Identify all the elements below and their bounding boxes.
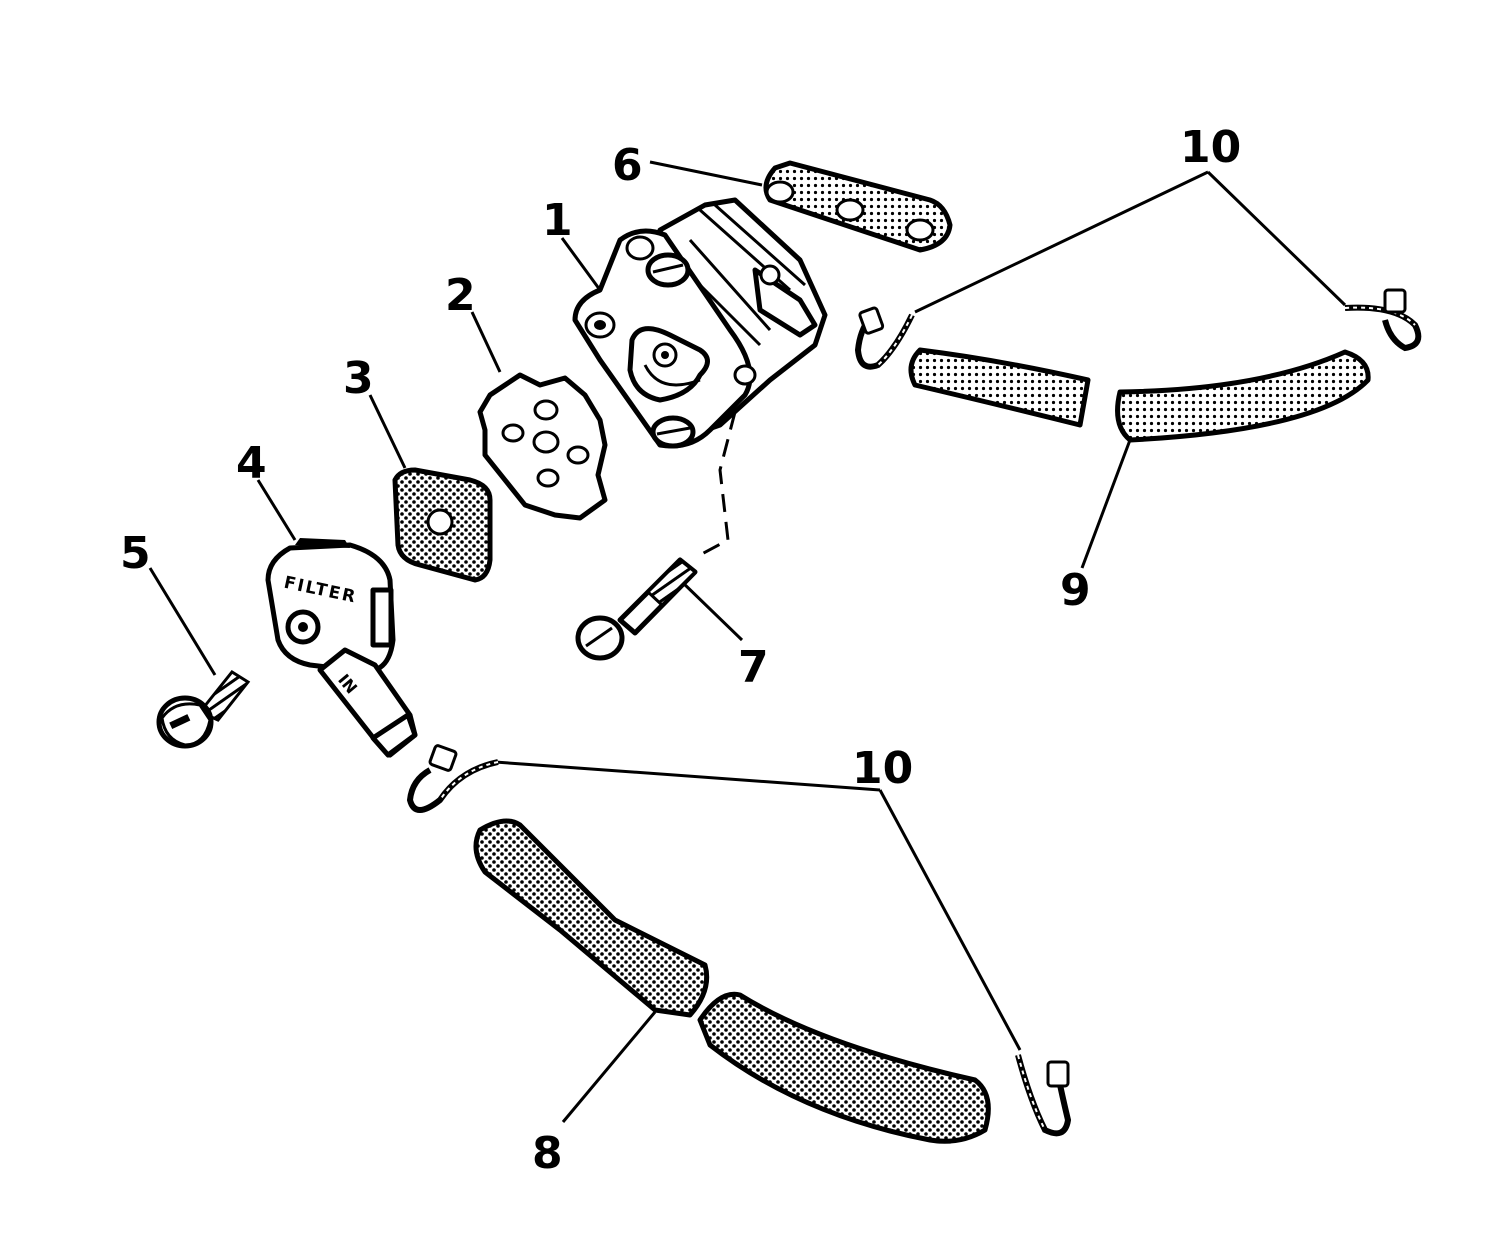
callout-10-upper: 10 — [1180, 122, 1241, 173]
callout-9: 9 — [1060, 565, 1091, 616]
callout-1: 1 — [542, 195, 573, 246]
part-3-filter-screen — [392, 467, 493, 583]
part-9-upper-hose — [908, 347, 1371, 443]
callout-4: 4 — [236, 438, 267, 489]
part-8-lower-hose — [473, 818, 991, 1144]
callout-6: 6 — [612, 140, 643, 191]
part-1-fuel-pump-body — [572, 197, 828, 449]
callout-8: 8 — [532, 1128, 563, 1179]
callout-7: 7 — [738, 642, 769, 693]
part-10-hose-clamp-upper-right — [1344, 288, 1422, 352]
part-10-hose-clamp-lower-left — [406, 744, 499, 813]
callout-10-lower: 10 — [852, 743, 913, 794]
part-10-hose-clamp-upper-left — [854, 306, 915, 370]
callout-3: 3 — [343, 353, 374, 404]
part-7-mounting-screw — [575, 557, 698, 661]
part-10-hose-clamp-lower-right — [1015, 1054, 1072, 1137]
callout-5: 5 — [120, 528, 151, 579]
part-2-diaphragm-plate — [477, 372, 608, 521]
leader-lines — [148, 160, 1347, 1123]
callout-labels: 1 2 3 4 5 6 7 8 9 10 10 — [120, 122, 1241, 1179]
callout-2: 2 — [445, 270, 476, 321]
part-4-filter-cover: FILTER IN — [265, 538, 418, 758]
part-6-gasket — [763, 160, 953, 253]
part-5-cover-screw — [156, 670, 251, 749]
